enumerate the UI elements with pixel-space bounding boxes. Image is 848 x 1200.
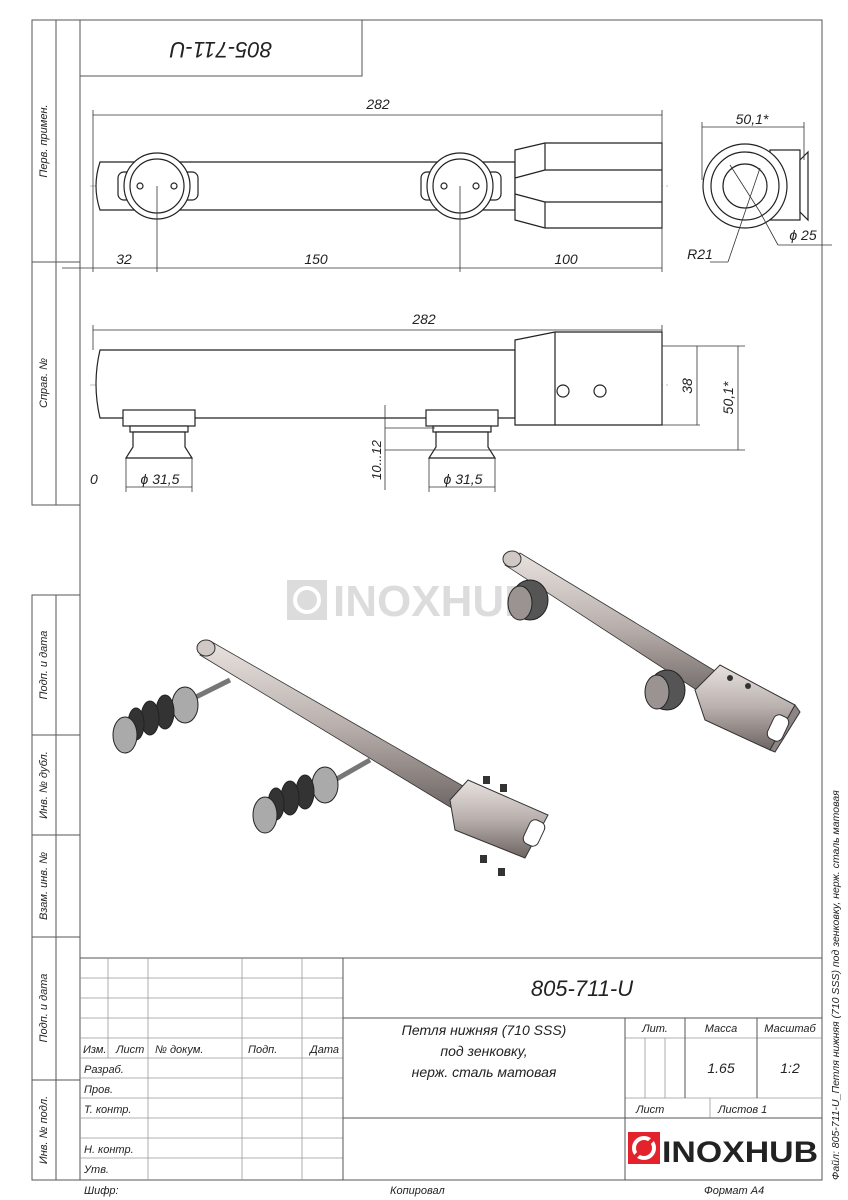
render-exploded (112, 639, 549, 876)
header-doc-no: № докум. (155, 1044, 203, 1056)
watermark: INOXHUB (287, 577, 536, 626)
plan-view: 282 32 150 100 50,1* R21 ϕ 25 (62, 96, 832, 272)
sheets-count: Листов 1 (717, 1104, 767, 1116)
dim-radius: R21 (687, 246, 713, 262)
mass-label: Масса (705, 1023, 738, 1035)
inoxhub-logo: INOXHUB (628, 1132, 818, 1169)
mass-value: 1.65 (707, 1060, 734, 1076)
title-block: 805-711-U Петля нижняя (710 SSS) под зен… (80, 957, 822, 1180)
label-inv-podl: Инв. № подл. (38, 1096, 50, 1164)
product-name-line-1: Петля нижняя (710 SSS) (402, 1022, 567, 1038)
label-perv-primen: Перв. примен. (38, 104, 50, 177)
top-stamp-designation: 805-711-U (170, 37, 272, 62)
header-date: Дата (308, 1044, 339, 1056)
product-name-line-3: нерж. сталь матовая (412, 1064, 557, 1080)
dim-total-height: 50,1* (720, 381, 736, 414)
scale-value: 1:2 (780, 1060, 800, 1076)
dim-plan-32: 32 (116, 251, 132, 267)
side-strip: Перв. примен. Справ. № Подп. и дата Инв.… (31, 19, 81, 1181)
dim-gap: 10...12 (369, 439, 384, 480)
role-t-kontr: Т. контр. (84, 1104, 131, 1116)
dim-plan-150: 150 (304, 251, 328, 267)
header-podp: Подп. (248, 1044, 277, 1056)
side-view: 282 ϕ 31,5 ϕ 31,5 10...12 38 50,1* (90, 311, 745, 492)
dim-diameter: ϕ 25 (789, 227, 816, 243)
header-izm: Изм. (83, 1044, 106, 1056)
render-assembled (502, 550, 801, 753)
role-n-kontr: Н. контр. (84, 1144, 134, 1156)
dim-foot-diameter-1: ϕ 31,5 (141, 471, 180, 487)
label-podp-data: Подп. и дата (38, 631, 50, 700)
file-caption: Файл: 805-711-U_Петля нижняя (710 SSS) п… (830, 790, 842, 1180)
label-vzam-inv: Взам. инв. № (38, 852, 50, 920)
label-inv-dubl: Инв. № дубл. (38, 751, 50, 819)
footer-format: Формат А4 (704, 1185, 764, 1197)
role-razrab: Разраб. (84, 1064, 124, 1076)
footer-copied: Копировал (390, 1185, 445, 1197)
dim-block-height: 38 (679, 378, 695, 394)
scale-label: Масштаб (764, 1023, 816, 1035)
watermark-text: INOXHUB (333, 577, 536, 626)
end-view (701, 122, 832, 263)
foot-1 (122, 409, 196, 459)
top-stamp-box (79, 19, 363, 77)
dim-foot-diameter-2: ϕ 31,5 (444, 471, 483, 487)
role-utv: Утв. (83, 1164, 109, 1176)
sheet-label: Лист (635, 1104, 664, 1116)
lit-label: Лит. (641, 1023, 668, 1035)
dim-plan-100: 100 (554, 251, 578, 267)
designation: 805-711-U (531, 976, 633, 1001)
dim-plan-length: 282 (365, 96, 390, 112)
product-name-line-2: под зенковку, (440, 1043, 527, 1059)
header-list: Лист (115, 1044, 144, 1056)
footer-cipher: Шифр: (84, 1185, 119, 1197)
role-prov: Пров. (84, 1084, 113, 1096)
logo-text: INOXHUB (662, 1136, 818, 1169)
dim-end-width: 50,1* (736, 111, 769, 127)
dim-zero: 0 (90, 471, 98, 487)
label-podp-data-2: Подп. и дата (38, 974, 50, 1043)
foot-2 (425, 409, 499, 459)
label-sprav-no: Справ. № (38, 358, 50, 408)
dim-side-length: 282 (411, 311, 436, 327)
